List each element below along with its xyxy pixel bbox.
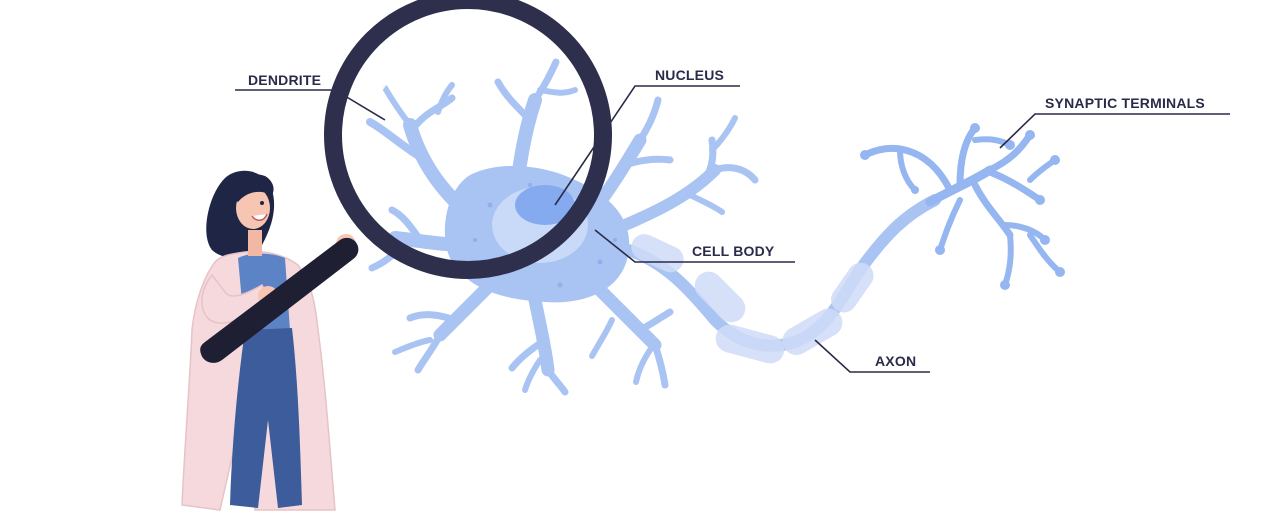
label-synaptic-terminals: SYNAPTIC TERMINALS [1045,95,1205,111]
scientist-illustration [181,170,356,511]
label-cell-body: CELL BODY [692,243,775,259]
pants [230,328,302,508]
synaptic-terminals [861,124,1063,288]
magnifier-glare [377,39,443,93]
magnifying-glass-icon [200,0,612,363]
axon [622,194,941,352]
nucleus [515,185,575,225]
neck [248,230,262,256]
magnifier-handle [200,237,359,363]
label-nucleus: NUCLEUS [655,67,724,83]
eye [260,201,264,205]
cell-body-leader [594,229,795,263]
neuron [366,58,1065,396]
nucleus-leader [554,85,740,206]
synaptic-terminals-leader [999,113,1230,149]
magnifier-lens [324,0,612,279]
smile [251,213,268,221]
dendrite-leader [235,89,386,121]
labels: DENDRITE NUCLEUS CELL BODY AXON SYNAPTIC… [248,67,1205,369]
leader-lines [235,85,1230,373]
label-axon: AXON [875,353,916,369]
hair-front [232,174,274,202]
terminal-knobs [860,123,1065,290]
label-dendrite: DENDRITE [248,72,321,88]
axon-leader [814,339,930,373]
